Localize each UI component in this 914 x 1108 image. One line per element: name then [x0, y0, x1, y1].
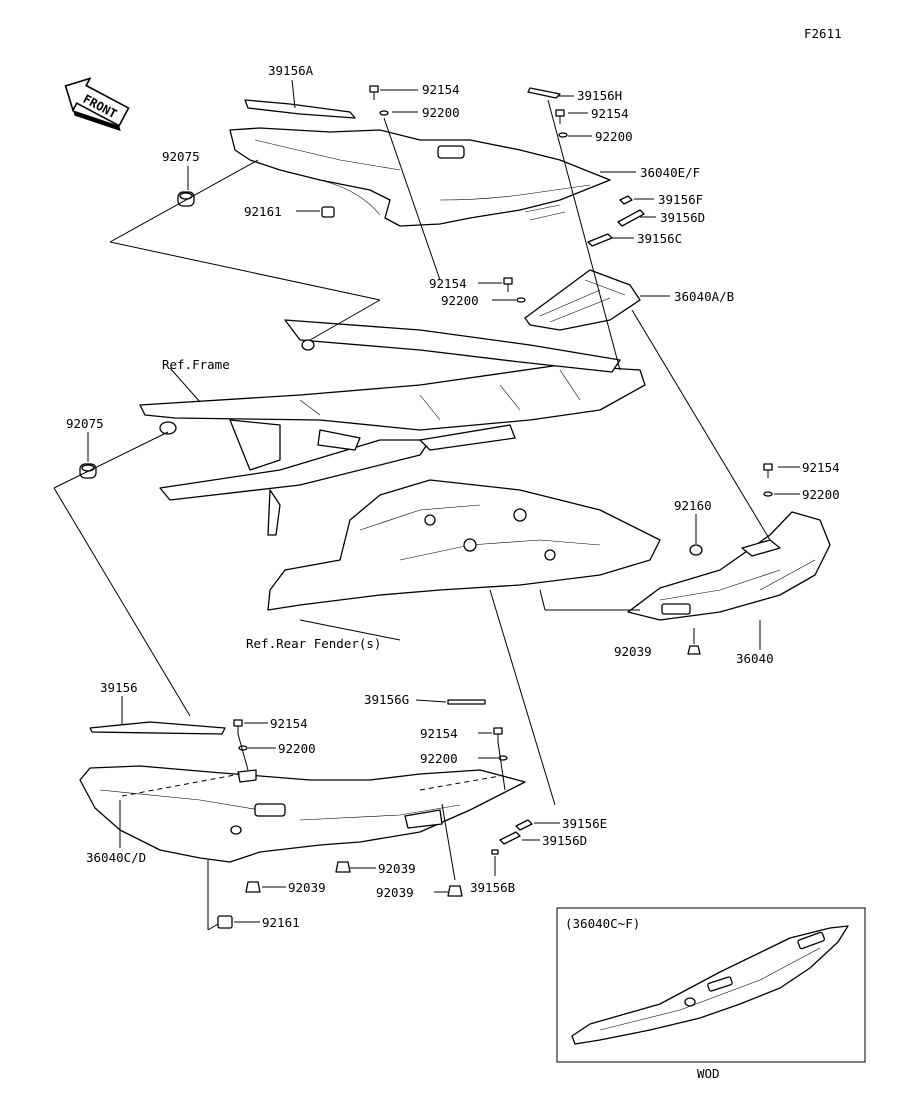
inset-title: (36040C~F) — [565, 916, 640, 931]
callout-92154: 92154 — [270, 716, 308, 731]
callout-36040: 36040 — [736, 651, 774, 666]
callout-39156B: 39156B — [470, 880, 515, 895]
front-arrow-icon: FRONT — [64, 77, 130, 132]
washer-92200-low1 — [238, 745, 248, 751]
callout-92075: 92075 — [66, 416, 104, 431]
strip-39156H — [527, 87, 561, 99]
callout-92039: 92039 — [288, 880, 326, 895]
callout-39156A: 39156A — [268, 63, 314, 78]
washer-92200-top2 — [558, 132, 568, 138]
washer-92200-top1 — [379, 110, 389, 116]
collar-92160 — [689, 544, 703, 556]
callout-92039: 92039 — [378, 861, 416, 876]
figure-code: F2611 — [804, 26, 842, 41]
inset-caption: WOD — [697, 1066, 720, 1081]
strip-39156C — [587, 233, 613, 247]
callout-39156E: 39156E — [562, 816, 607, 831]
dashed-assembly-lines — [121, 773, 501, 797]
nut-92039-b — [245, 881, 261, 893]
callout-39156C: 39156C — [637, 231, 682, 246]
callout-92039: 92039 — [614, 644, 652, 659]
callout-92200: 92200 — [595, 129, 633, 144]
callout-92161: 92161 — [244, 204, 282, 219]
clip-92161-top — [321, 206, 335, 218]
callout-39156F: 39156F — [658, 192, 703, 207]
strip-39156G — [447, 699, 486, 705]
callout-92154: 92154 — [802, 460, 840, 475]
nut-92039-a — [335, 861, 351, 873]
callout-36040EF: 36040E/F — [640, 165, 700, 180]
grommet-mount-left — [159, 421, 177, 435]
seat-cowl-36040EF — [229, 127, 611, 227]
screw-92154-mid — [503, 277, 513, 292]
strip-39156 — [89, 721, 226, 735]
callout-92200: 92200 — [420, 751, 458, 766]
callout-92200: 92200 — [802, 487, 840, 502]
strip-39156F — [619, 195, 633, 205]
screw-92154-low1 — [233, 719, 243, 734]
washer-92200-mid — [516, 297, 526, 303]
strip-39156B — [491, 849, 499, 855]
callout-92075: 92075 — [162, 149, 200, 164]
tail-cover-36040 — [627, 511, 831, 621]
leader-lines — [53, 79, 800, 931]
callout-92154: 92154 — [420, 726, 458, 741]
ref-rear-fender-label: Ref.Rear Fender(s) — [246, 636, 381, 651]
callout-39156D: 39156D — [542, 833, 587, 848]
ref-frame-label: Ref.Frame — [162, 357, 230, 372]
callout-labels: 39156A 92154 92200 39156H 92154 92200 36… — [66, 63, 840, 930]
callout-92200: 92200 — [422, 105, 460, 120]
screw-92154-top2 — [555, 109, 565, 124]
nut-92039-c — [447, 885, 463, 897]
callout-39156H: 39156H — [577, 88, 622, 103]
callout-92154: 92154 — [591, 106, 629, 121]
washer-92200-low2 — [498, 755, 508, 761]
callout-39156G: 39156G — [364, 692, 409, 707]
strip-39156A — [244, 99, 356, 119]
callout-92161: 92161 — [262, 915, 300, 930]
washer-92200-right — [763, 491, 773, 497]
callout-92154: 92154 — [422, 82, 460, 97]
screw-92154-top1 — [369, 85, 379, 100]
callout-92160: 92160 — [674, 498, 712, 513]
grommet-92075-top — [177, 191, 195, 207]
screw-92154-low2 — [493, 727, 503, 742]
screw-92154-right — [763, 463, 773, 478]
nut-92039-mid — [687, 645, 701, 655]
callout-92039: 92039 — [376, 885, 414, 900]
callout-92200: 92200 — [278, 741, 316, 756]
inset-variant-box: (36040C~F) — [556, 907, 866, 1063]
callout-36040CD: 36040C/D — [86, 850, 146, 865]
strip-39156D-low — [499, 831, 521, 845]
callout-39156D: 39156D — [660, 210, 705, 225]
strip-39156E — [515, 819, 533, 831]
callout-39156: 39156 — [100, 680, 138, 695]
rear-frame — [139, 319, 646, 536]
side-cover-36040CD — [79, 765, 526, 863]
rear-fender — [267, 479, 661, 611]
clip-92161-low — [217, 915, 233, 929]
strip-39156D-top — [617, 209, 645, 227]
callout-92200: 92200 — [441, 293, 479, 308]
callout-36040AB: 36040A/B — [674, 289, 734, 304]
callout-92154: 92154 — [429, 276, 467, 291]
bracket-36040AB — [524, 269, 641, 331]
